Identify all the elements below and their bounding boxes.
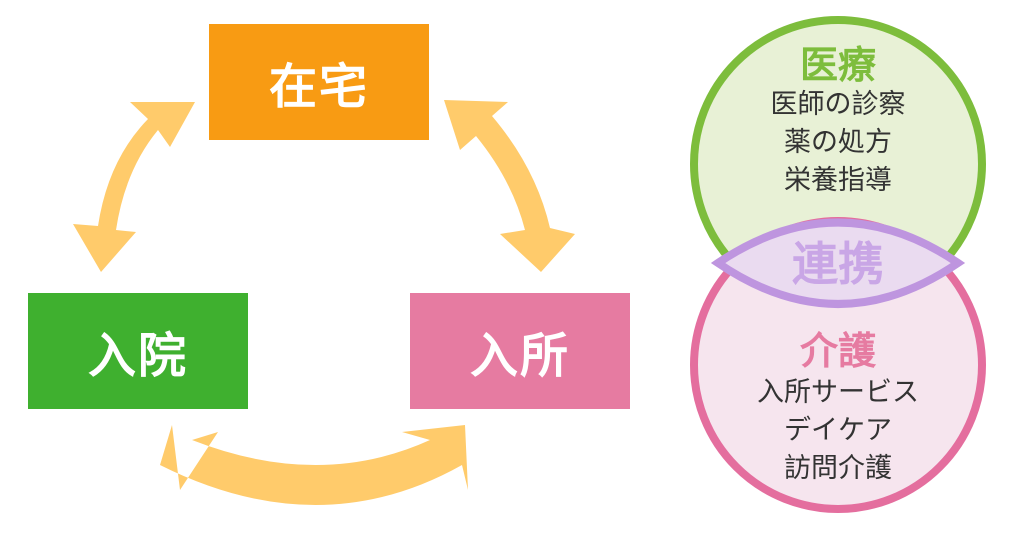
home-box: 在宅 (209, 24, 429, 140)
facility-box: 入所 (410, 293, 630, 409)
care-item: 訪問介護 (784, 453, 892, 484)
arrow-home-facility-icon (444, 100, 575, 272)
arrow-home-hospital-icon (73, 102, 195, 272)
home-label: 在宅 (268, 59, 369, 115)
care-title: 介護 (799, 329, 876, 373)
link-lens (710, 218, 966, 308)
care-items: 入所サービス デイケア 訪問介護 (678, 374, 998, 488)
arrow-hospital-facility-icon (160, 425, 468, 505)
medical-items: 医師の診察 薬の処方 栄養指導 (678, 86, 998, 200)
medical-item: 栄養指導 (784, 165, 892, 196)
hospital-box: 入院 (28, 293, 248, 409)
medical-item: 医師の診察 (770, 89, 906, 120)
care-item: デイケア (784, 415, 892, 446)
link-label: 連携 (792, 237, 884, 291)
medical-title: 医療 (799, 43, 876, 87)
care-item: 入所サービス (757, 377, 919, 408)
hospital-label: 入院 (87, 328, 188, 384)
facility-label: 入所 (469, 328, 570, 384)
medical-item: 薬の処方 (784, 127, 892, 158)
